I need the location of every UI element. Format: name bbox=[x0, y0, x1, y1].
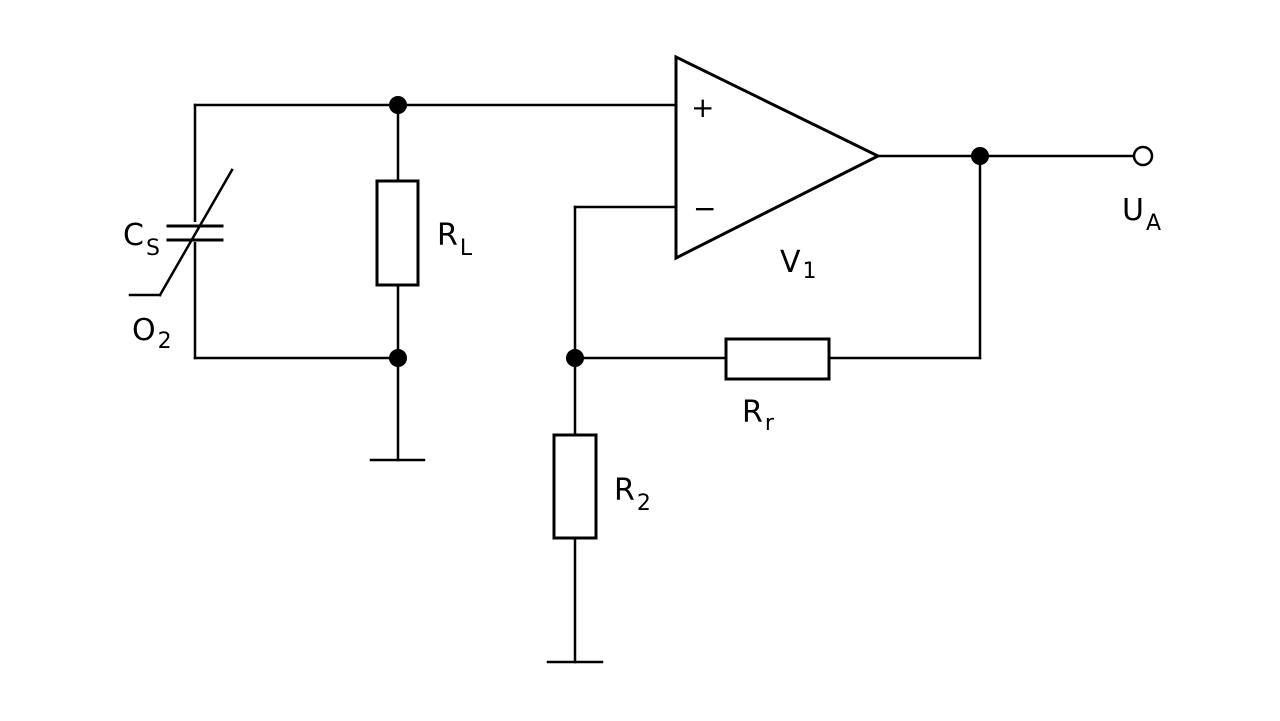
feedback-resistor bbox=[724, 337, 831, 381]
wires bbox=[193, 103, 1135, 664]
opamp-plus-sign: + bbox=[691, 91, 714, 124]
opamp-minus-sign: − bbox=[693, 192, 716, 225]
label-cs: CS bbox=[123, 218, 160, 261]
capacitor-arrow bbox=[158, 168, 234, 297]
label-rr: Rr bbox=[742, 395, 775, 436]
label-rl: RL bbox=[437, 218, 473, 261]
junctions bbox=[389, 96, 989, 367]
junction-top bbox=[389, 96, 407, 114]
output-terminal bbox=[1132, 145, 1154, 167]
ground-resistor bbox=[552, 433, 598, 540]
load-resistor bbox=[375, 179, 420, 287]
junction-bottom-left bbox=[389, 349, 407, 367]
label-ua: UA bbox=[1122, 193, 1161, 236]
label-r2: R2 bbox=[614, 473, 651, 516]
label-o2: O2 bbox=[132, 313, 172, 354]
junction-feedback bbox=[566, 349, 584, 367]
variable-capacitor bbox=[128, 168, 234, 297]
junction-output bbox=[971, 147, 989, 165]
opamp-triangle bbox=[674, 54, 882, 261]
label-v1: V1 bbox=[780, 245, 817, 284]
